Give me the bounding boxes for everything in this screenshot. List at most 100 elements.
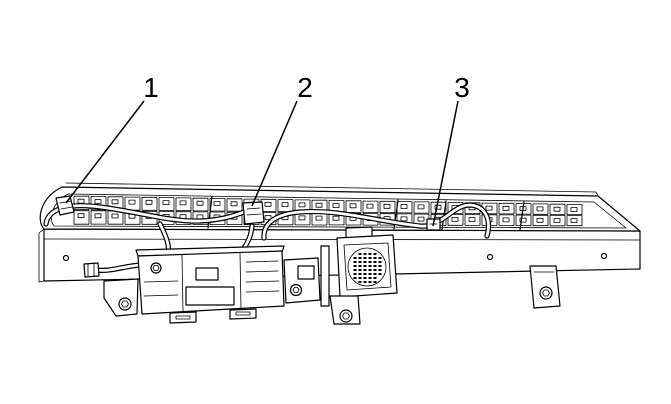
callout-3-label: 3 — [454, 72, 470, 103]
service-disconnect-assembly — [283, 245, 330, 307]
grille-slot — [373, 265, 377, 267]
grille-slot — [373, 253, 377, 255]
callout-1-leader — [65, 100, 145, 204]
fan-bracket-bolt-head — [342, 312, 350, 320]
grille-slot — [358, 257, 362, 259]
battery-cell — [209, 198, 226, 212]
cell-terminal — [264, 201, 272, 207]
grille-slot — [353, 265, 357, 267]
grille-slot — [378, 261, 382, 263]
right-bracket-bolt-head — [542, 289, 550, 297]
grille-slot — [358, 273, 362, 275]
grille-slot — [368, 257, 372, 259]
cell-terminal — [536, 217, 544, 223]
battery-cell — [566, 215, 583, 227]
cell-terminal — [570, 207, 578, 212]
harness-clip-detail — [59, 200, 73, 210]
grille-slot — [368, 273, 372, 275]
cell-terminal — [179, 200, 187, 206]
battery-cell — [447, 213, 464, 226]
grille-slot — [363, 257, 367, 259]
battery-cell — [566, 204, 583, 216]
battery-cell — [141, 196, 158, 211]
cell-terminal — [383, 203, 391, 209]
grille-slot — [373, 281, 377, 283]
control-module-divider — [239, 252, 242, 310]
battery-cell — [345, 200, 362, 213]
control-module-label — [195, 267, 219, 281]
cell-terminal — [145, 199, 153, 205]
bus-bar-connector — [242, 201, 265, 225]
battery-cell — [549, 215, 566, 227]
control-module-bolt-head — [152, 265, 160, 271]
service-disconnect-housing — [283, 257, 321, 304]
fan-board-bezel — [343, 242, 392, 291]
grille-slot — [353, 261, 357, 263]
battery-cell — [515, 214, 532, 227]
fan-board-housing — [336, 234, 398, 298]
cell-terminal — [230, 201, 238, 207]
battery-cell — [532, 214, 549, 227]
grille-slot — [373, 273, 377, 275]
left-mounting-bracket — [103, 278, 139, 317]
grille-slot — [363, 281, 367, 283]
battery-cell — [73, 195, 90, 211]
cell-terminal — [332, 203, 340, 208]
cell-terminal — [77, 213, 85, 219]
grille-slot — [378, 273, 382, 275]
battery-cell — [498, 214, 515, 226]
battery-cell — [226, 198, 243, 212]
grille-slot — [358, 265, 362, 267]
callouts: 1 2 3 — [65, 72, 470, 227]
control-module-connector-panel — [185, 286, 235, 306]
cell-terminal — [128, 199, 136, 205]
cell-terminal — [417, 216, 425, 222]
fan-board — [329, 226, 398, 325]
pack-back-wall — [65, 182, 599, 197]
control-module-tab — [169, 311, 197, 324]
service-disconnect-bolt-head — [292, 287, 300, 293]
cell-terminal — [519, 217, 527, 223]
grille-slot — [363, 265, 367, 267]
control-module-divider — [181, 254, 184, 313]
cell-terminal — [434, 204, 442, 210]
pack-left-end-plate — [38, 228, 45, 283]
cell-terminal — [298, 202, 306, 208]
grille-slot — [373, 257, 377, 259]
control-module-bolt — [150, 262, 162, 274]
front-face-hole — [62, 254, 70, 262]
fan-grille — [347, 247, 387, 287]
cell-terminal — [502, 217, 510, 223]
grille-slot — [378, 265, 382, 267]
cell-terminal — [196, 200, 204, 206]
cell-terminal — [349, 203, 357, 209]
grille-slot — [358, 261, 362, 263]
cell-terminal — [400, 216, 408, 222]
grille-slot — [363, 253, 367, 255]
battery-cell — [90, 196, 107, 211]
control-module-ribs — [245, 260, 280, 293]
cell-terminal — [264, 215, 272, 220]
cell-terminal — [111, 213, 119, 219]
cell-terminal — [111, 199, 119, 205]
cell-terminal — [315, 202, 323, 208]
sensor-connector-detail — [87, 263, 95, 277]
grille-slot — [368, 265, 372, 267]
battery-cell — [464, 214, 481, 226]
grille-slot — [363, 273, 367, 275]
cell-terminal — [332, 215, 340, 221]
front-face-hole — [600, 252, 608, 260]
service-disconnect-bolt — [289, 283, 303, 297]
cell-terminal — [553, 206, 561, 212]
grille-slot — [368, 261, 372, 263]
cell-terminal — [485, 205, 493, 211]
battery-cell — [277, 199, 294, 213]
front-face-hole — [486, 253, 494, 261]
right-mounting-bracket — [529, 265, 561, 309]
grille-slot — [373, 277, 377, 279]
grille-slot — [363, 277, 367, 279]
divider-wall — [519, 201, 525, 231]
right-bracket-bolt — [539, 286, 553, 300]
cell-terminal — [553, 218, 561, 223]
battery-cell — [379, 200, 396, 214]
